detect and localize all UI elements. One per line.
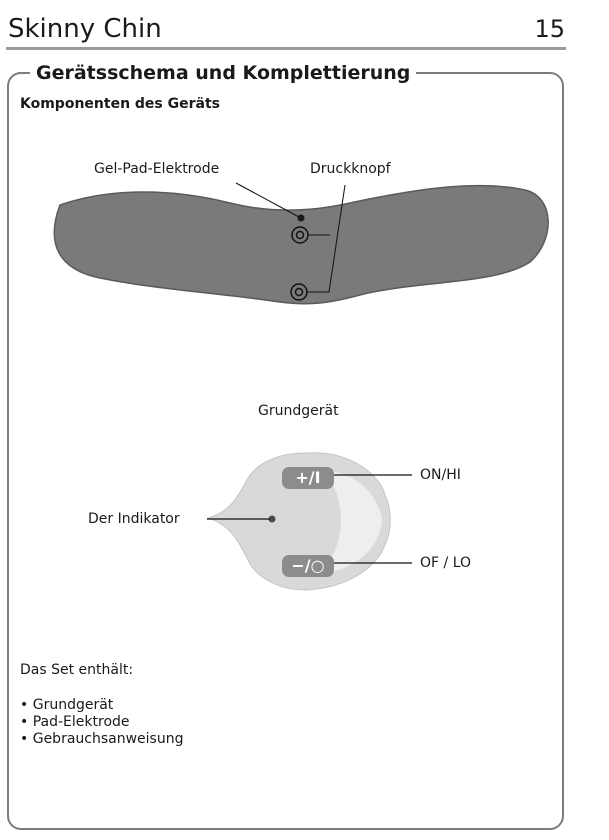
list-item: Grundgerät <box>20 697 183 714</box>
off-lo-button: −/○ <box>282 555 334 577</box>
on-hi-label: ON/HI <box>420 466 461 484</box>
indicator-label: Der Indikator <box>88 510 180 528</box>
snap-button-label: Druckknopf <box>310 160 391 178</box>
set-contents-list: Grundgerät Pad-Elektrode Gebrauchsanweis… <box>20 697 183 748</box>
base-unit-label: Grundgerät <box>258 402 339 420</box>
set-contents-label: Das Set enthält: <box>20 662 133 678</box>
list-item: Pad-Elektrode <box>20 714 183 731</box>
list-item: Gebrauchsanweisung <box>20 731 183 748</box>
gel-pad-shape <box>54 186 548 304</box>
electrode-label: Gel-Pad-Elektrode <box>94 160 219 178</box>
off-lo-label: OF / LO <box>420 554 471 572</box>
electrode-dot <box>298 215 305 222</box>
on-hi-button: +/I <box>282 467 334 489</box>
